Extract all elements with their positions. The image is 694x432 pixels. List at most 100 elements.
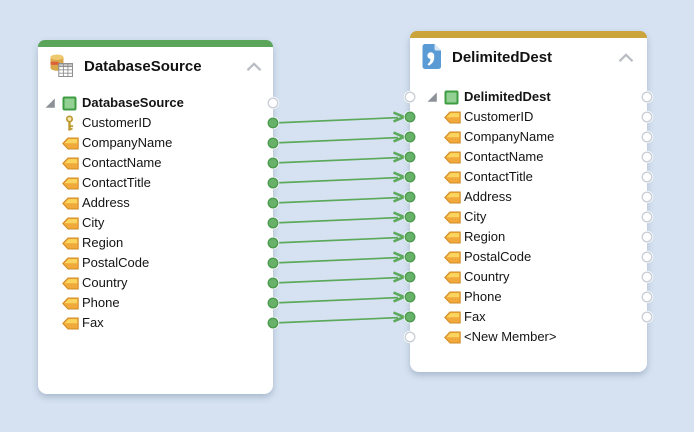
- output-port[interactable]: [266, 136, 280, 150]
- input-port[interactable]: [403, 150, 417, 164]
- connection-wire[interactable]: [272, 151, 408, 164]
- tree-row-field[interactable]: ContactTitle: [426, 167, 647, 187]
- connection-wire[interactable]: [272, 211, 408, 224]
- field-icon: [444, 191, 464, 204]
- tree-row-field[interactable]: Address: [44, 193, 273, 213]
- connection-wire[interactable]: [272, 291, 408, 304]
- tree-row-field[interactable]: CustomerID: [426, 107, 647, 127]
- output-port[interactable]: [266, 96, 280, 110]
- field-icon: [62, 217, 82, 230]
- tree-row-field[interactable]: Fax: [44, 313, 273, 333]
- output-port[interactable]: [266, 176, 280, 190]
- field-icon: [444, 291, 464, 304]
- connection-wire[interactable]: [272, 271, 408, 284]
- field-label: ContactTitle: [82, 175, 151, 190]
- field-label: Fax: [464, 309, 486, 324]
- output-port[interactable]: [640, 170, 654, 184]
- output-port[interactable]: [640, 150, 654, 164]
- connection-wire[interactable]: [272, 171, 408, 184]
- input-port[interactable]: [403, 170, 417, 184]
- field-label: CompanyName: [464, 129, 555, 144]
- database-table-icon: [48, 52, 75, 79]
- output-port[interactable]: [640, 230, 654, 244]
- input-port[interactable]: [403, 90, 417, 104]
- node-accent-bar: [410, 31, 647, 38]
- field-icon: [444, 271, 464, 284]
- input-port[interactable]: [403, 130, 417, 144]
- connection-wire[interactable]: [272, 231, 408, 244]
- field-label: CustomerID: [464, 109, 534, 124]
- connection-wire[interactable]: [272, 311, 408, 324]
- tree-expander-icon[interactable]: [426, 91, 444, 103]
- input-port[interactable]: [403, 290, 417, 304]
- tree-row-field[interactable]: CompanyName: [44, 133, 273, 153]
- input-port[interactable]: [403, 230, 417, 244]
- tree-row-field[interactable]: Country: [426, 267, 647, 287]
- output-port[interactable]: [266, 156, 280, 170]
- tree-expander-icon[interactable]: [44, 97, 62, 109]
- field-label: Phone: [464, 289, 502, 304]
- tree-row-field[interactable]: Phone: [426, 287, 647, 307]
- output-port[interactable]: [266, 256, 280, 270]
- field-label: ContactTitle: [464, 169, 533, 184]
- root-square-icon: [62, 96, 82, 111]
- output-port[interactable]: [266, 116, 280, 130]
- output-port[interactable]: [640, 110, 654, 124]
- output-port[interactable]: [640, 290, 654, 304]
- tree-row-root[interactable]: DelimitedDest: [426, 87, 647, 107]
- input-port[interactable]: [403, 330, 417, 344]
- output-port[interactable]: [266, 296, 280, 310]
- connection-wire[interactable]: [272, 111, 408, 124]
- collapse-chevron-icon[interactable]: [246, 59, 262, 71]
- input-port[interactable]: [403, 310, 417, 324]
- field-icon: [444, 131, 464, 144]
- tree-row-field[interactable]: ContactTitle: [44, 173, 273, 193]
- input-port[interactable]: [403, 210, 417, 224]
- output-port[interactable]: [266, 276, 280, 290]
- tree-row-field[interactable]: Address: [426, 187, 647, 207]
- field-label: Fax: [82, 315, 104, 330]
- collapse-chevron-icon[interactable]: [618, 50, 634, 62]
- input-port[interactable]: [403, 110, 417, 124]
- tree-row-field[interactable]: Region: [44, 233, 273, 253]
- tree-row-field[interactable]: <New Member>: [426, 327, 647, 347]
- output-port[interactable]: [640, 90, 654, 104]
- output-port[interactable]: [640, 130, 654, 144]
- tree-row-field[interactable]: ContactName: [426, 147, 647, 167]
- field-label: <New Member>: [464, 329, 557, 344]
- input-port[interactable]: [403, 190, 417, 204]
- tree-row-root[interactable]: DatabaseSource: [44, 93, 273, 113]
- field-label: PostalCode: [82, 255, 150, 270]
- output-port[interactable]: [266, 216, 280, 230]
- output-port[interactable]: [266, 196, 280, 210]
- field-label: City: [464, 209, 487, 224]
- output-port[interactable]: [266, 236, 280, 250]
- field-label: Address: [464, 189, 512, 204]
- field-label: ContactName: [82, 155, 162, 170]
- tree-row-field[interactable]: Country: [44, 273, 273, 293]
- tree-row-field[interactable]: Region: [426, 227, 647, 247]
- output-port[interactable]: [640, 210, 654, 224]
- tree-row-field[interactable]: City: [44, 213, 273, 233]
- connection-wire[interactable]: [272, 131, 408, 144]
- input-port[interactable]: [403, 250, 417, 264]
- input-port[interactable]: [403, 270, 417, 284]
- output-port[interactable]: [640, 190, 654, 204]
- output-port[interactable]: [640, 270, 654, 284]
- tree-row-field[interactable]: Fax: [426, 307, 647, 327]
- tree-row-field[interactable]: ContactName: [44, 153, 273, 173]
- tree-row-field[interactable]: CustomerID: [44, 113, 273, 133]
- output-port[interactable]: [640, 310, 654, 324]
- tree-row-field[interactable]: CompanyName: [426, 127, 647, 147]
- output-port[interactable]: [266, 316, 280, 330]
- output-port[interactable]: [640, 250, 654, 264]
- tree-row-field[interactable]: PostalCode: [426, 247, 647, 267]
- connection-wire[interactable]: [272, 251, 408, 264]
- connection-wire[interactable]: [272, 191, 408, 204]
- tree-row-field[interactable]: Phone: [44, 293, 273, 313]
- tree-root-label: DatabaseSource: [82, 95, 184, 110]
- tree-row-field[interactable]: City: [426, 207, 647, 227]
- tree-row-field[interactable]: PostalCode: [44, 253, 273, 273]
